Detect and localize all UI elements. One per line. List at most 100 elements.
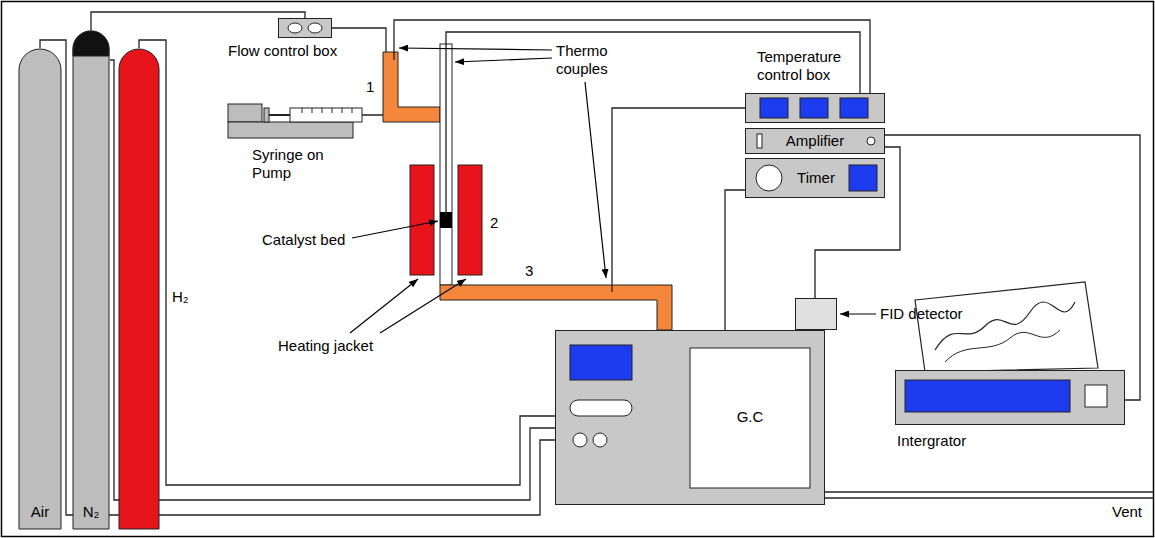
figure-part [840, 313, 876, 314]
integrator-shape [895, 370, 1125, 425]
callout-number: 2 [490, 214, 498, 232]
thermocouple-wire [394, 20, 870, 292]
part-label: Heating jacket [278, 337, 373, 355]
node-label: Intergrator [897, 432, 966, 450]
figure-part [746, 129, 885, 154]
amplifier-box: Amplifier [745, 128, 885, 154]
gas-chromatograph-shape [555, 330, 825, 505]
figure-part [228, 122, 353, 138]
node-label: Timer [785, 169, 847, 187]
figure-part [800, 98, 828, 118]
figure-part [302, 108, 352, 113]
gas-line [110, 60, 555, 500]
orange-tube-1 [383, 52, 440, 122]
figure-part [796, 299, 837, 330]
figure-part [915, 282, 1098, 372]
figure-part [905, 380, 1070, 412]
integrator: Intergrator [895, 370, 1125, 425]
gas-line [139, 40, 555, 485]
orange-tube-3 [440, 285, 672, 330]
figure-part [394, 20, 870, 93]
vent-line [825, 492, 1153, 498]
gas-line [40, 40, 555, 515]
gas-chromatograph: G.C [555, 330, 825, 505]
node-label: N₂ [72, 503, 110, 521]
figure-part [352, 221, 438, 238]
node-label: Air [18, 503, 62, 521]
figure-part [867, 137, 875, 145]
signal-wire [885, 135, 1140, 400]
figure-part [593, 433, 607, 447]
gas-cylinder: H₂ [118, 48, 160, 530]
node-label: G.C [692, 408, 808, 426]
gas-cylinder: Air [18, 48, 62, 530]
integrator-paper [915, 282, 1098, 372]
temperature-control-box: Temperature control box [745, 93, 885, 123]
figure-part [756, 165, 782, 191]
figure-part [585, 82, 606, 278]
part-label: Vent [1112, 503, 1142, 521]
figure-part [945, 330, 1060, 362]
node-label: Temperature control box [757, 48, 852, 84]
figure-part [757, 134, 762, 148]
callout-number: 1 [366, 78, 374, 96]
syringe-pump [228, 104, 383, 138]
gas-cylinder-shape [118, 48, 160, 530]
part-label: Thermo couples [556, 42, 636, 78]
gas-cylinder-shape [72, 30, 110, 530]
node-label: FID detector [880, 305, 963, 323]
callout-number: 3 [525, 262, 533, 280]
part-label: Catalyst bed [262, 231, 345, 249]
figure-part [119, 49, 159, 529]
flow-control-box: Flow control box [278, 18, 332, 38]
figure-part [570, 400, 632, 416]
figure-part [279, 19, 332, 38]
figure-part [308, 23, 322, 33]
figure-part [302, 108, 303, 113]
part-label: Syringe on Pump [252, 146, 344, 182]
figure-part [896, 371, 1125, 425]
timer-box: Timer [745, 158, 885, 198]
figure-part [760, 98, 788, 118]
figure-part [455, 58, 552, 62]
figure-part [332, 108, 333, 113]
figure-part [825, 491, 1153, 492]
gas-cylinder-shape [18, 48, 62, 530]
figure-part [350, 279, 418, 333]
signal-wire [725, 190, 745, 330]
figure-part [573, 433, 587, 447]
figure-part [746, 94, 885, 123]
figure-part [264, 108, 269, 122]
figure-part [399, 48, 552, 50]
gas-cylinder: N₂ [72, 30, 110, 530]
figure-part [269, 114, 290, 116]
figure-part [690, 348, 810, 488]
heating-jacket [410, 165, 434, 275]
figure-part [73, 31, 109, 56]
figure-part [288, 23, 302, 33]
figure-part [849, 165, 877, 191]
figure-part [312, 108, 313, 113]
heating-jacket [458, 165, 482, 275]
figure-part [556, 331, 825, 505]
figure-part [73, 31, 109, 529]
figure-part [1085, 385, 1107, 407]
figure-part [825, 497, 1153, 498]
figure-part [362, 114, 383, 116]
figure-part [290, 108, 362, 122]
temperature-control-box-shape [745, 93, 885, 123]
figure-part [840, 98, 868, 118]
figure-part [352, 108, 353, 113]
gas-line [91, 12, 305, 30]
figure-part [228, 104, 262, 122]
flow-control-box-shape [278, 18, 332, 38]
node-label: H₂ [172, 288, 189, 306]
figure-part [570, 345, 632, 380]
fid-detector: FID detector [795, 298, 837, 330]
node-label: Amplifier [765, 132, 865, 150]
fid-detector-shape [795, 298, 837, 330]
node-label: Flow control box [228, 42, 337, 60]
figure-part [746, 159, 885, 198]
